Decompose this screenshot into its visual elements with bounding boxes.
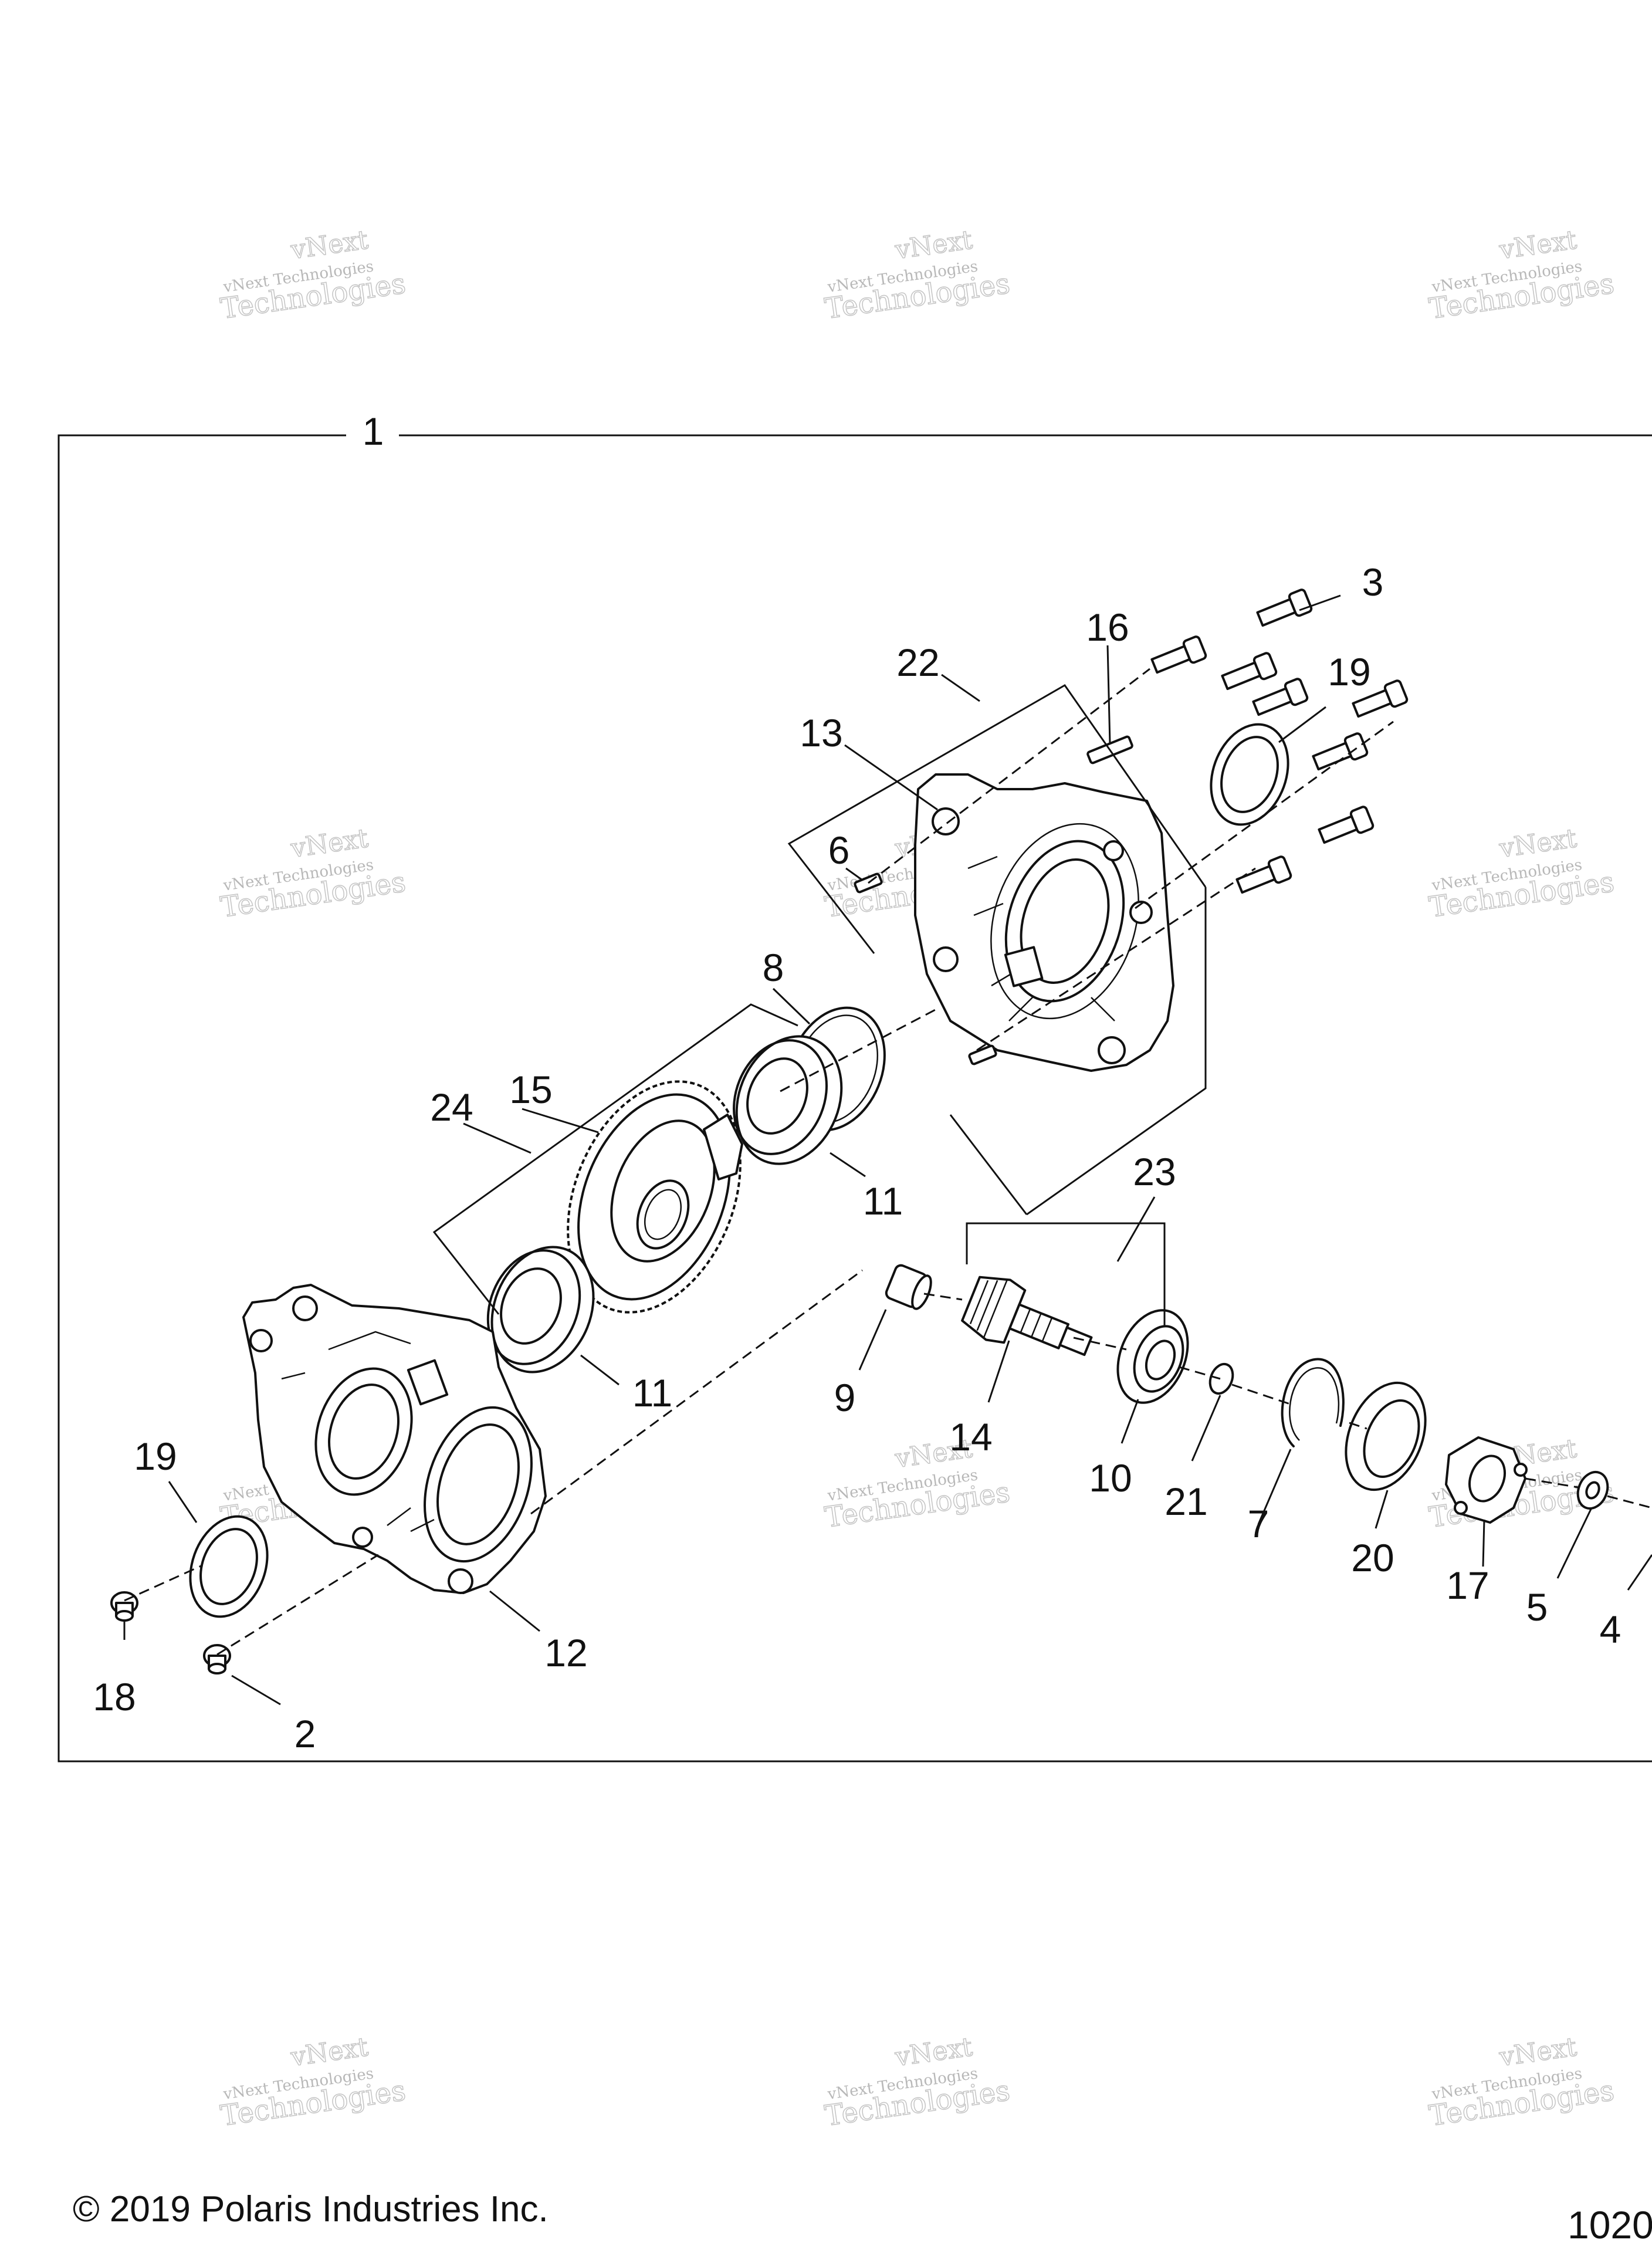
bolts-3: [1150, 588, 1409, 894]
callout-19: 19: [1328, 650, 1370, 694]
callout-8: 8: [763, 946, 784, 989]
frame-label: 1: [363, 410, 384, 453]
drain-plug-18: [110, 1591, 138, 1622]
main-housing-12: [242, 1284, 547, 1594]
group-bracket-22-right: [1026, 887, 1207, 1216]
callout-13: 13: [800, 711, 842, 755]
callouts: 3 16 22 19 13 6 8 24 15 11 23 11 9 14 10…: [93, 560, 1621, 1755]
callout-14: 14: [949, 1415, 992, 1459]
o-ring-21: [1208, 1362, 1234, 1395]
needle-bearing-9: [885, 1264, 932, 1310]
callout-2: 2: [294, 1712, 316, 1755]
seal-19-lower: [189, 1515, 269, 1618]
callout-18: 18: [93, 1675, 136, 1718]
seal-20: [1345, 1381, 1427, 1491]
output-flange-17: [1445, 1436, 1528, 1524]
bearing-11-lower: [486, 1246, 595, 1374]
assembly-frame: [57, 434, 1652, 1763]
callout-20: 20: [1351, 1536, 1394, 1579]
callout-24: 24: [430, 1085, 473, 1129]
group-bracket-23: [966, 1222, 1166, 1326]
callout-11: 11: [632, 1371, 673, 1415]
housing-cover-13: [914, 773, 1174, 1072]
callout-9: 9: [834, 1376, 856, 1419]
callout-10: 10: [1089, 1456, 1132, 1500]
bearing-11-upper: [733, 1035, 843, 1165]
dowel-pins-6: [854, 872, 997, 1065]
seal-19-upper: [1210, 723, 1289, 826]
pinion-gear-14: [961, 1276, 1093, 1356]
ring-gear-15: [567, 1080, 743, 1314]
assembly-axis-pinion: [530, 1269, 1652, 1515]
callout-5: 5: [1526, 1585, 1548, 1629]
page-number: 1020: [1568, 2203, 1652, 2247]
leader-lines: [123, 594, 1652, 1706]
callout-3: 3: [1362, 560, 1384, 604]
callout-19: 19: [134, 1435, 177, 1478]
callout-6: 6: [828, 828, 850, 872]
callout-22: 22: [896, 641, 939, 684]
assembly-axis-plugs: [124, 1554, 379, 1656]
callout-23: 23: [1133, 1150, 1176, 1193]
callout-16: 16: [1086, 605, 1129, 649]
group-bracket-22: [787, 684, 1207, 1215]
callout-11: 11: [863, 1179, 903, 1223]
copyright-text: © 2019 Polaris Industries Inc.: [73, 2189, 549, 2230]
callout-7: 7: [1248, 1502, 1270, 1545]
assembly-axis-upper: [780, 668, 1394, 1092]
callout-17: 17: [1446, 1564, 1489, 1607]
snap-ring-7: [1281, 1358, 1345, 1447]
callout-21: 21: [1164, 1480, 1207, 1523]
callout-12: 12: [544, 1631, 587, 1674]
washer-5: [1576, 1470, 1609, 1510]
callout-4: 4: [1600, 1608, 1621, 1651]
group-bracket-24: [432, 1003, 798, 1315]
bearing-10: [1116, 1309, 1189, 1404]
callout-15: 15: [509, 1068, 552, 1111]
